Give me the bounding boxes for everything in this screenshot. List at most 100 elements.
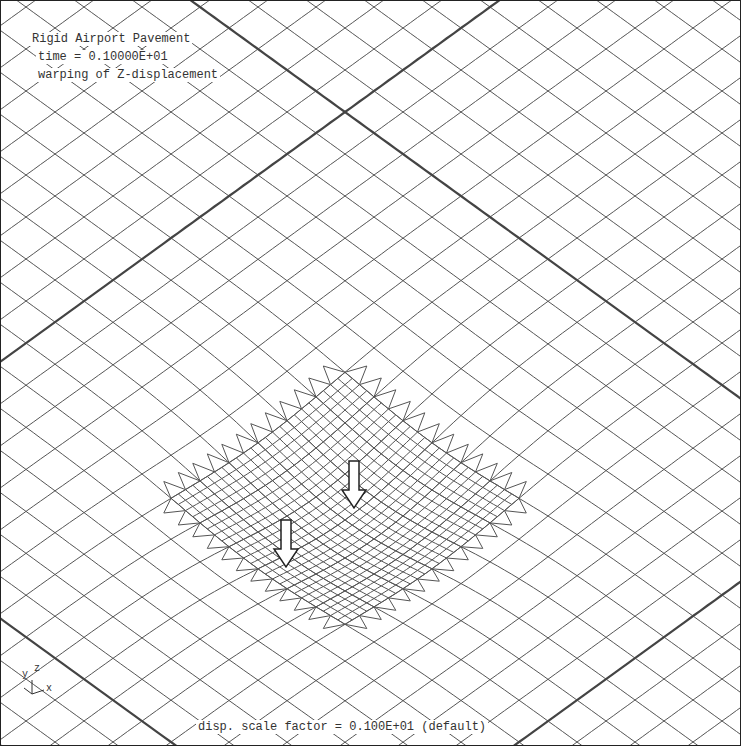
mesh-line bbox=[200, 385, 741, 746]
mesh-line bbox=[0, 112, 741, 746]
mesh-line bbox=[171, 372, 345, 498]
mesh-line bbox=[287, 463, 461, 589]
mesh-line bbox=[490, 511, 512, 525]
mesh-line bbox=[309, 403, 483, 529]
mesh-line bbox=[258, 427, 741, 746]
mesh-line bbox=[0, 0, 606, 679]
mesh-line bbox=[258, 0, 741, 553]
mesh-line bbox=[287, 421, 461, 547]
mesh-line bbox=[0, 0, 664, 721]
mesh-line bbox=[323, 485, 497, 611]
load-arrow bbox=[274, 461, 366, 567]
mesh-line bbox=[0, 217, 722, 746]
mesh-line bbox=[0, 175, 741, 746]
mesh-line bbox=[294, 415, 468, 541]
mesh-line bbox=[171, 0, 741, 616]
mesh-line bbox=[0, 70, 741, 746]
mesh-line bbox=[0, 91, 741, 746]
mesh-line bbox=[222, 547, 244, 560]
mesh-line bbox=[0, 175, 741, 746]
mesh-line bbox=[418, 424, 440, 443]
mesh-line bbox=[222, 415, 396, 541]
mesh-line bbox=[374, 598, 396, 610]
mesh-line bbox=[0, 7, 741, 746]
axis-label: x bbox=[46, 682, 52, 696]
mesh-line bbox=[186, 385, 360, 511]
mesh-line bbox=[55, 0, 741, 700]
mesh-line bbox=[0, 0, 722, 746]
mesh-line bbox=[265, 579, 287, 591]
mesh-line bbox=[0, 70, 741, 746]
mesh-line bbox=[164, 498, 186, 513]
mesh-line bbox=[447, 547, 469, 560]
mesh-line bbox=[309, 476, 483, 602]
axis-label: z bbox=[34, 662, 40, 676]
mesh-line bbox=[0, 0, 374, 511]
mesh-line bbox=[113, 0, 741, 658]
mesh-line bbox=[0, 322, 577, 746]
mesh-line bbox=[0, 0, 519, 616]
mesh-line bbox=[229, 0, 741, 574]
mesh-line bbox=[505, 482, 527, 499]
mesh-line bbox=[0, 0, 461, 574]
plot-title: Rigid Airport Pavement bbox=[30, 32, 192, 46]
mesh-line bbox=[0, 238, 693, 746]
mesh-line bbox=[193, 523, 215, 537]
mesh-line bbox=[236, 434, 258, 453]
mesh-line bbox=[345, 616, 367, 629]
mesh-line bbox=[447, 444, 469, 462]
mesh-line bbox=[0, 217, 741, 746]
mesh-line bbox=[418, 569, 440, 581]
mesh-line bbox=[0, 301, 606, 746]
mesh-line bbox=[476, 463, 498, 481]
mesh-line bbox=[193, 391, 367, 517]
mesh-line bbox=[432, 558, 454, 571]
mesh-line bbox=[331, 385, 505, 511]
mesh-line bbox=[0, 0, 432, 553]
mesh-line bbox=[273, 432, 447, 558]
mesh-line bbox=[222, 444, 244, 462]
mesh-line bbox=[0, 406, 461, 746]
mesh-line bbox=[0, 7, 741, 746]
mesh-line bbox=[490, 473, 512, 490]
mesh-line bbox=[323, 391, 497, 517]
mesh-line bbox=[200, 397, 374, 523]
mesh-line bbox=[193, 463, 215, 481]
mesh-line bbox=[0, 0, 635, 700]
mesh-line bbox=[345, 0, 741, 490]
mesh-line bbox=[280, 401, 302, 420]
mesh-line bbox=[280, 458, 454, 584]
mesh-line bbox=[0, 427, 432, 746]
mesh-line bbox=[0, 0, 490, 595]
mesh-line bbox=[193, 485, 367, 611]
mesh-line bbox=[0, 154, 741, 746]
mesh-line bbox=[360, 378, 382, 397]
mesh-line bbox=[0, 49, 741, 746]
mesh-line bbox=[26, 0, 741, 721]
mesh-line bbox=[309, 378, 331, 397]
mesh-line bbox=[178, 511, 200, 525]
time-stamp: time = 0.10000E+01 bbox=[36, 50, 170, 64]
mesh-line bbox=[0, 217, 722, 746]
mesh-line bbox=[251, 424, 273, 443]
mesh-line bbox=[403, 579, 425, 591]
mesh-line bbox=[345, 366, 367, 385]
mesh-line bbox=[0, 154, 741, 746]
mesh-line bbox=[229, 421, 403, 547]
mesh-line bbox=[0, 364, 519, 746]
mesh-line bbox=[207, 454, 229, 472]
mesh-line bbox=[142, 0, 741, 637]
mesh-line bbox=[207, 403, 381, 529]
mesh-line bbox=[178, 473, 200, 490]
mesh-line bbox=[84, 0, 741, 679]
